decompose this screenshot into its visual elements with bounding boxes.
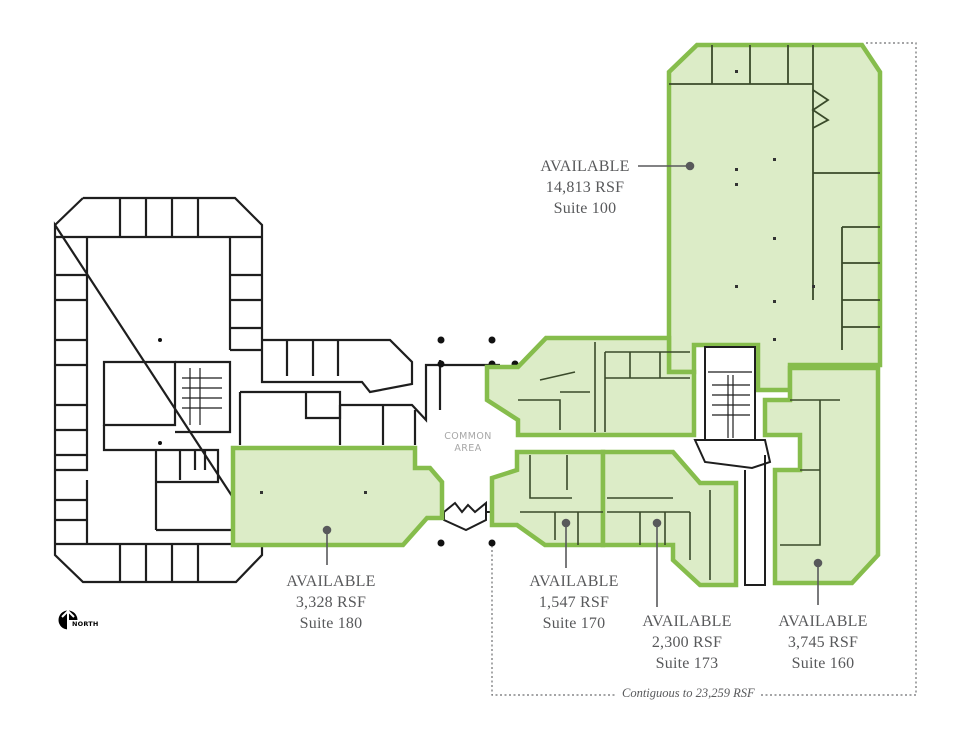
suite-number: Suite 173 [655, 655, 719, 672]
suite-status: AVAILABLE [642, 613, 732, 630]
leader-lines [322, 161, 823, 607]
common-area-label: COMMON AREA [440, 431, 496, 455]
east-restroom-core [693, 346, 772, 470]
suite-size: 14,813 RSF [545, 179, 625, 196]
common-area-line1: COMMON [444, 431, 492, 442]
suite-180-area [230, 445, 445, 548]
contiguous-note: Contiguous to 23,259 RSF [616, 686, 761, 701]
suite-number: Suite 180 [299, 615, 363, 632]
suite-number: Suite 100 [553, 200, 617, 217]
north-label: NORTH [72, 620, 99, 628]
suite-160-label: AVAILABLE 3,745 RSF Suite 160 [768, 611, 878, 674]
suite-middle-north-area [484, 335, 697, 438]
common-area-line2: AREA [454, 443, 482, 454]
suite-173-label: AVAILABLE 2,300 RSF Suite 173 [632, 611, 742, 674]
suite-100-label: AVAILABLE 14,813 RSF Suite 100 [530, 156, 640, 219]
suite-180-label: AVAILABLE 3,328 RSF Suite 180 [276, 571, 386, 634]
north-arrow-icon [58, 609, 78, 630]
suite-number: Suite 160 [791, 655, 855, 672]
contiguous-boundary [491, 42, 917, 696]
suite-size: 3,328 RSF [295, 594, 367, 611]
suite-100-walls [669, 45, 880, 350]
suite-status: AVAILABLE [286, 573, 376, 590]
suite-160-area [762, 365, 881, 586]
suite-status: AVAILABLE [529, 573, 619, 590]
suite-size: 2,300 RSF [651, 634, 723, 651]
suite-number: Suite 170 [542, 615, 606, 632]
suite-170-label: AVAILABLE 1,547 RSF Suite 170 [519, 571, 629, 634]
suite-status: AVAILABLE [540, 158, 630, 175]
west-wing [53, 196, 500, 584]
suite-size: 3,745 RSF [787, 634, 859, 651]
suite-173-area [600, 449, 739, 588]
entrance-vestibule [443, 500, 487, 532]
suite-status: AVAILABLE [778, 613, 868, 630]
suite-size: 1,547 RSF [538, 594, 610, 611]
